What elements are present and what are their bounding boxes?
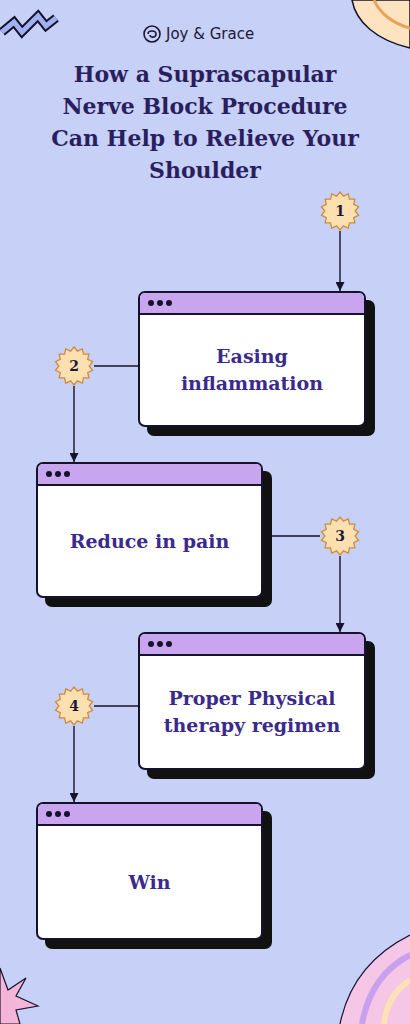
window-box: Win: [36, 802, 263, 940]
window-box: Reduce in pain: [36, 462, 263, 598]
connector-line: [73, 386, 74, 462]
window-dot: [166, 300, 172, 306]
window-body: Easing inflammation: [140, 315, 364, 425]
window-bar: [38, 464, 261, 486]
connector-line: [339, 556, 340, 632]
window-dot: [64, 811, 70, 817]
badge-text-holder: 1: [320, 191, 360, 231]
window-bar: [140, 293, 364, 315]
badge-text-holder: 4: [54, 686, 94, 726]
connector-line: [339, 231, 340, 291]
starburst-shape: [55, 687, 92, 725]
callout-number: 1: [335, 203, 345, 219]
window-bar: [38, 804, 261, 826]
step-text: Win: [128, 869, 170, 896]
window-dot: [157, 300, 163, 306]
step-text: Proper Physical therapy regimen: [160, 685, 344, 739]
logo-icon: [144, 26, 160, 42]
window-dot: [157, 641, 163, 647]
badge-text-holder: 2: [54, 346, 94, 386]
step-badge: 4: [54, 686, 94, 726]
window-dot: [55, 811, 61, 817]
window-body: Reduce in pain: [38, 486, 261, 596]
starburst-shape: [321, 517, 358, 555]
callout-number: 3: [335, 528, 345, 544]
connector-line: [94, 365, 138, 366]
brand-name: Joy & Grace: [166, 25, 254, 43]
window-dot: [148, 300, 154, 306]
window-dot: [148, 641, 154, 647]
window-dot: [46, 811, 52, 817]
window-dot: [166, 641, 172, 647]
corner-swirl: [340, 935, 410, 1024]
corner-swirl: [384, 980, 410, 1024]
corner-blob: [352, 0, 410, 48]
callout-number: 2: [69, 358, 79, 374]
zigzag-shape: [2, 16, 56, 32]
window-dot: [64, 471, 70, 477]
window-bar: [140, 634, 364, 656]
corner-swirl: [340, 935, 410, 1024]
corner-starburst: [0, 968, 38, 1024]
step-badge: 1: [320, 191, 360, 231]
window-body: Win: [38, 826, 261, 938]
step-badge: 2: [54, 346, 94, 386]
connector-line: [263, 535, 320, 536]
window-body: Proper Physical therapy regimen: [140, 656, 364, 768]
step-text: Reduce in pain: [70, 528, 230, 555]
zigzag-shape: [2, 16, 56, 32]
window-dot: [46, 471, 52, 477]
window-dot: [55, 471, 61, 477]
starburst-shape: [55, 347, 92, 385]
step-badge: 3: [320, 516, 360, 556]
connector-line: [73, 726, 74, 802]
corner-line: [374, 0, 410, 28]
badge-text-holder: 3: [320, 516, 360, 556]
window-box: Easing inflammation: [138, 291, 366, 427]
starburst-shape: [321, 192, 358, 230]
callout-number: 4: [69, 698, 79, 714]
step-text: Easing inflammation: [160, 343, 344, 397]
diagram-title: How a Suprascapular Nerve Block Procedur…: [48, 58, 362, 186]
connector-line: [94, 705, 138, 706]
window-box: Proper Physical therapy regimen: [138, 632, 366, 770]
